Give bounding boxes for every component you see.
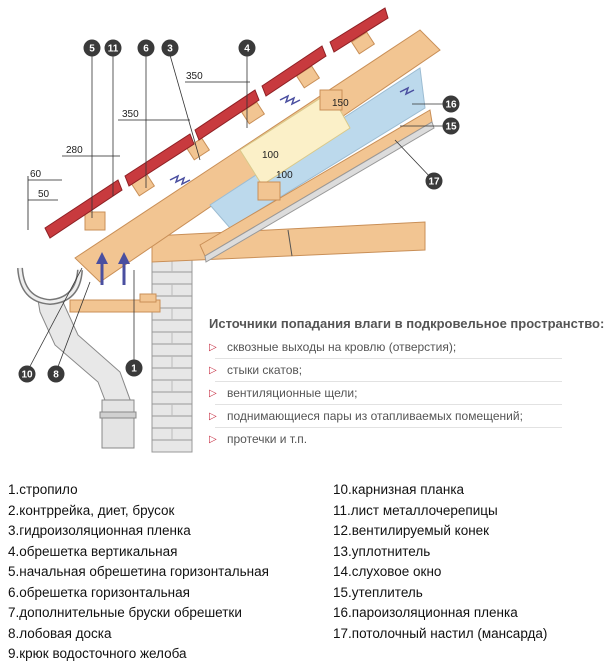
triangle-bullet-icon: ▷ [209,411,217,422]
roof-diagram: 350 350 280 60 50 150 100 100 5 11 6 3 4… [17,7,460,453]
legend-item: 2.контррейка, диет, брусок [8,502,175,518]
legend-item: 11.лист металлочерепицы [333,502,498,518]
legend-item: 5.начальная обрешетина горизонтальная [8,564,269,579]
svg-text:5: 5 [89,44,95,55]
legend-item: 13.уплотнитель [333,543,431,559]
legend-item: 14.слуховое окно [333,564,442,579]
moisture-source-text: поднимающиеся пары из отапливаемых помещ… [227,409,523,423]
legend-item: 7.дополнительные бруски обрешетки [8,605,242,620]
svg-text:6: 6 [143,44,149,55]
ceiling-lining [199,109,435,263]
moisture-source-item: ▷ сквозные выходы на кровлю (отверстия); [205,340,610,359]
callout-10: 10 [18,365,36,383]
triangle-bullet-icon: ▷ [209,342,217,353]
dim-280: 280 [66,145,83,156]
legend-item: 6.обрешетка горизонтальная [8,584,190,600]
legend-item: 3.гидроизоляционная пленка [8,523,191,538]
svg-text:8: 8 [53,370,59,381]
moisture-sources-title: Источники попадания влаги в подкровельно… [209,316,605,331]
legend-left-column: 1.стропило 2.контррейка, диет, брусок 3.… [8,480,269,665]
airflow-arrows [96,86,415,285]
dim-50: 50 [38,189,50,200]
callout-16: 16 [442,95,460,113]
moisture-source-item: ▷ стыки скатов; [205,363,610,382]
legend-item: 15.утеплитель [333,584,423,600]
moisture-sources-panel: Источники попадания влаги в подкровельно… [205,316,610,456]
callout-6: 6 [137,39,155,57]
callout-17: 17 [425,172,443,190]
battens [84,31,376,231]
ceiling-beam [151,221,426,263]
moisture-source-item: ▷ вентиляционные щели; [205,386,610,405]
dimension-lines [27,81,250,230]
callout-5: 5 [83,39,101,57]
moisture-source-text: сквозные выходы на кровлю (отверстия); [227,340,457,354]
roof-tiles [44,7,389,239]
svg-text:17: 17 [428,177,440,188]
dim-60: 60 [30,169,42,180]
callout-15: 15 [442,117,460,135]
drain-pipe [17,267,137,449]
legend-right-column: 10.карнизная планка 11.лист металлочереп… [333,480,547,644]
callout-leaders [26,54,450,373]
legend-item: 10.карнизная планка [333,482,465,497]
brick-wall [151,259,193,453]
svg-text:11: 11 [108,44,119,55]
dim-100-upper: 100 [262,150,279,161]
moisture-source-text: протечки и т.п. [227,432,308,446]
svg-text:3: 3 [167,44,173,55]
triangle-bullet-icon: ▷ [209,365,217,376]
svg-text:4: 4 [244,44,250,55]
svg-text:10: 10 [21,370,33,381]
callout-3: 3 [161,39,179,57]
moisture-source-item: ▷ поднимающиеся пары из отапливаемых пом… [205,409,610,428]
legend-item: 8.лобовая доска [8,625,112,641]
soffit [69,293,161,313]
legend-item: 1.стропило [8,482,78,497]
moisture-source-text: вентиляционные щели; [227,386,358,400]
triangle-bullet-icon: ▷ [209,388,217,399]
triangle-bullet-icon: ▷ [209,434,217,445]
callout-4: 4 [238,39,256,57]
legend-item: 9.крюк водосточного желоба [8,646,187,661]
svg-text:15: 15 [445,122,457,133]
callout-8: 8 [47,365,65,383]
moisture-source-text: стыки скатов; [227,363,303,377]
dim-100-lower: 100 [276,170,293,181]
legend-item: 17.потолочный настил (мансарда) [333,625,548,641]
callout-11: 11 [104,39,122,57]
svg-text:16: 16 [445,100,457,111]
legend-item: 12.вентилируемый конек [333,523,490,538]
moisture-source-item: ▷ протечки и т.п. [205,433,610,446]
dim-350-upper: 350 [186,71,203,82]
legend-item: 16.пароизоляционная пленка [333,605,518,620]
svg-text:1: 1 [131,364,137,375]
legend-item: 4.обрешетка вертикальная [8,543,178,559]
dim-350-lower: 350 [122,109,139,120]
dim-150: 150 [332,98,349,109]
callout-1: 1 [125,359,143,377]
